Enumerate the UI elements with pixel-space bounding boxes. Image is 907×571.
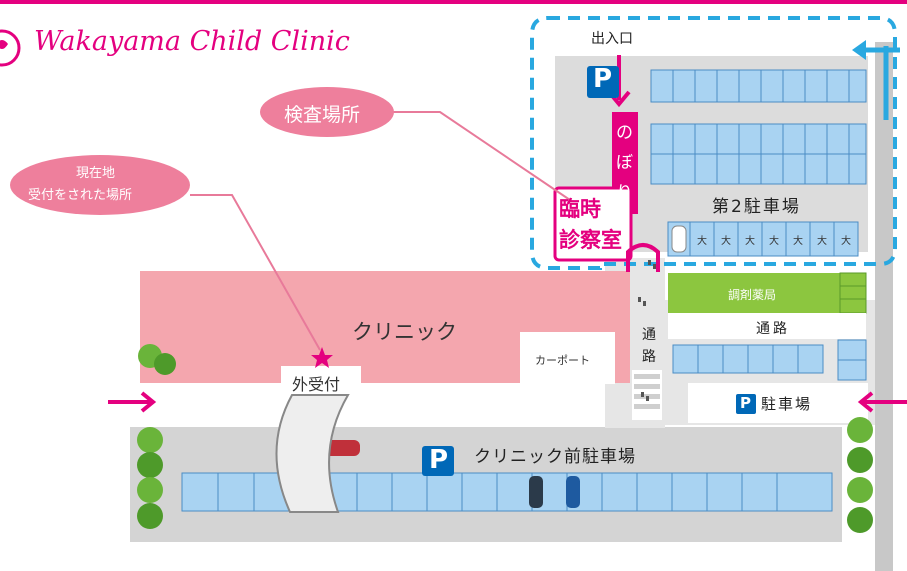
canopy-walkway bbox=[275, 394, 350, 513]
outdoor-reception-label: 外受付 bbox=[292, 375, 341, 394]
walkway-vertical-char: 通 bbox=[642, 327, 656, 343]
reception-place-label: 受付をされた場所 bbox=[28, 188, 133, 203]
blue-car-icon bbox=[566, 476, 580, 508]
temporary-area-boundary bbox=[530, 16, 897, 270]
inspection-place-bubble bbox=[260, 87, 394, 137]
pharmacy-annex bbox=[839, 272, 867, 314]
walkway-vertical-char: 路 bbox=[642, 349, 656, 365]
second-lot-stalls-row1 bbox=[650, 69, 867, 103]
white-car-icon bbox=[671, 225, 687, 253]
banner-char: の bbox=[616, 123, 633, 143]
large-vehicle-stalls bbox=[667, 221, 859, 257]
banner-char: り bbox=[616, 183, 633, 203]
crosswalk bbox=[632, 370, 662, 420]
exam-room-door bbox=[626, 243, 660, 272]
parking-sign-letter: P bbox=[429, 445, 449, 475]
tree-icon bbox=[847, 417, 873, 533]
location-callout-line bbox=[190, 194, 321, 351]
parking-sign-letter: P bbox=[740, 394, 751, 412]
small-lot-stalls bbox=[672, 339, 867, 381]
parking-sign-icon bbox=[587, 66, 619, 98]
pharmacy-label: 調剤薬局 bbox=[728, 288, 777, 302]
dark-car-icon bbox=[529, 476, 543, 508]
right-road bbox=[875, 42, 893, 571]
current-location-label: 現在地 bbox=[76, 166, 116, 181]
large-stall-label: 大 bbox=[745, 236, 755, 247]
small-lot-sign-area bbox=[688, 383, 868, 423]
inspection-place-label: 検査場所 bbox=[284, 104, 361, 126]
parking-sign-icon bbox=[422, 446, 454, 476]
outdoor-reception-box bbox=[281, 366, 361, 396]
temporary-exam-room bbox=[553, 186, 633, 262]
clinic-name: Wakayama Child Clinic bbox=[34, 26, 350, 57]
entrance-exit-label: 出入口 bbox=[591, 31, 633, 47]
parking-sign-letter: P bbox=[593, 64, 613, 94]
pharmacy-building bbox=[668, 273, 840, 313]
front-parking-label: クリニック前駐車場 bbox=[474, 447, 636, 467]
header-rule bbox=[0, 0, 907, 4]
logo-icon bbox=[0, 29, 21, 67]
inspection-callout-line bbox=[393, 111, 571, 201]
large-stall-label: 大 bbox=[817, 236, 827, 247]
carport-label: カーポート bbox=[535, 354, 590, 367]
tree-icon bbox=[137, 344, 176, 529]
large-stall-label: 大 bbox=[841, 236, 851, 247]
large-stall-label: 大 bbox=[769, 236, 779, 247]
banner-char: ぼ bbox=[616, 153, 633, 173]
red-car-icon bbox=[324, 440, 360, 456]
current-location-star-icon bbox=[311, 347, 333, 368]
large-stall-label: 大 bbox=[793, 236, 803, 247]
large-stall-label: 大 bbox=[697, 236, 707, 247]
small-parking-label: 駐車場 bbox=[761, 395, 813, 413]
footprints-icon bbox=[638, 260, 656, 401]
arrow-left-pink-icon bbox=[857, 391, 907, 413]
walkway-label-area bbox=[668, 313, 866, 339]
arrow-right-pink-icon bbox=[108, 391, 157, 413]
logo-heart-icon bbox=[0, 40, 8, 49]
current-location-bubble bbox=[10, 155, 190, 215]
large-stall-label: 大 bbox=[721, 236, 731, 247]
walkway-label: 通路 bbox=[756, 321, 790, 337]
second-lot-stalls-row2 bbox=[650, 123, 867, 185]
carport-box bbox=[520, 332, 615, 384]
temp-exam-room-label-1: 臨時 bbox=[559, 197, 601, 221]
arrow-left-blue-icon bbox=[852, 40, 900, 120]
clinic-label: クリニック bbox=[352, 320, 457, 344]
temp-exam-room-label-2: 診察室 bbox=[559, 228, 622, 252]
parking-sign-icon bbox=[736, 394, 756, 414]
second-parking-label: 第2駐車場 bbox=[712, 197, 801, 217]
